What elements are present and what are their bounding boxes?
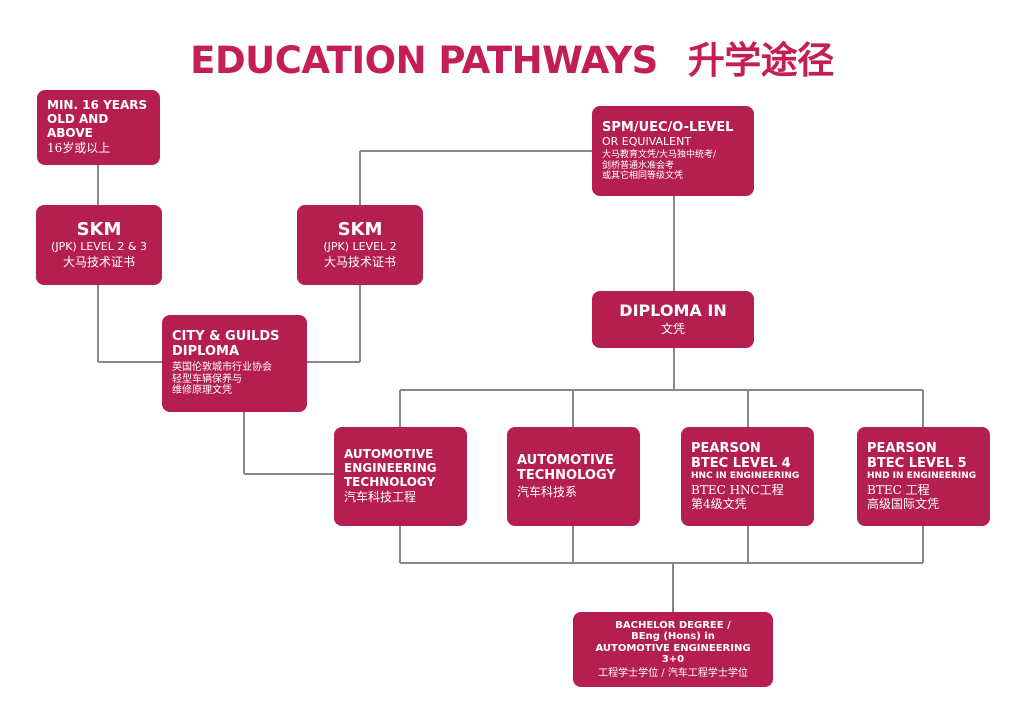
skm-left-level: (JPK) LEVEL 2 & 3 bbox=[51, 240, 147, 254]
at-zh: 汽车科技系 bbox=[517, 484, 578, 499]
aet-line1: AUTOMOTIVE bbox=[344, 446, 434, 461]
btec5-zh2: 高级国际文凭 bbox=[867, 496, 940, 511]
spm-zh1: 大马教育文凭/大马独中统考/ bbox=[602, 150, 717, 161]
box-spm-uec-o-level: SPM/UEC/O-LEVEL OR EQUIVALENT 大马教育文凭/大马独… bbox=[592, 106, 754, 196]
btec4-zh2: 第4级文凭 bbox=[691, 496, 747, 511]
city-guilds-zh3: 维修原理文凭 bbox=[172, 385, 232, 397]
btec4-zh1: BTEC HNC工程 bbox=[691, 482, 784, 497]
at-line2: TECHNOLOGY bbox=[517, 467, 616, 483]
box-pearson-btec-level-5: PEARSON BTEC LEVEL 5 HND IN ENGINEERING … bbox=[857, 427, 990, 526]
title-english: EDUCATION PATHWAYS bbox=[190, 39, 658, 82]
btec5-line3: HND IN ENGINEERING bbox=[867, 471, 977, 482]
aet-line3: TECHNOLOGY bbox=[344, 474, 436, 489]
btec4-line2: BTEC LEVEL 4 bbox=[691, 455, 791, 471]
bachelor-line2: BEng (Hons) in bbox=[631, 631, 715, 643]
at-line1: AUTOMOTIVE bbox=[517, 452, 614, 468]
box-automotive-technology: AUTOMOTIVE TECHNOLOGY 汽车科技系 bbox=[507, 427, 640, 526]
box-min-age: MIN. 16 YEARS OLD AND ABOVE 16岁或以上 bbox=[37, 90, 160, 165]
city-guilds-zh2: 轻型车辆保养与 bbox=[172, 373, 242, 385]
aet-line2: ENGINEERING bbox=[344, 460, 437, 475]
spm-line2: OR EQUIVALENT bbox=[602, 134, 692, 148]
spm-line1: SPM/UEC/O-LEVEL bbox=[602, 119, 734, 135]
bachelor-line1: BACHELOR DEGREE / bbox=[615, 619, 731, 631]
min-age-zh: 16岁或以上 bbox=[47, 141, 111, 156]
skm-left-zh: 大马技术证书 bbox=[62, 254, 135, 269]
city-guilds-zh1: 英国伦敦城市行业协会 bbox=[172, 362, 272, 374]
box-skm-level-2-3: SKM (JPK) LEVEL 2 & 3 大马技术证书 bbox=[36, 205, 162, 285]
spm-zh2: 剑桥普通水准会考 bbox=[602, 160, 675, 171]
skm-mid-zh: 大马技术证书 bbox=[323, 254, 396, 269]
page-title: EDUCATION PATHWAYS 升学途径 bbox=[0, 30, 1024, 84]
city-guilds-line2: DIPLOMA bbox=[172, 344, 240, 360]
box-diploma-in: DIPLOMA IN 文凭 bbox=[592, 291, 754, 348]
bachelor-line3: AUTOMOTIVE ENGINEERING 3+0 bbox=[595, 642, 751, 666]
diploma-zh: 文凭 bbox=[660, 321, 685, 336]
bachelor-zh: 工程学士学位 / 汽车工程学士学位 bbox=[598, 667, 748, 679]
spm-zh3: 或其它相同等级文凭 bbox=[602, 170, 684, 181]
btec5-line2: BTEC LEVEL 5 bbox=[867, 455, 967, 471]
btec4-line3: HNC IN ENGINEERING bbox=[691, 471, 800, 482]
btec5-zh1: BTEC 工程 bbox=[867, 482, 930, 497]
box-city-guilds-diploma: CITY & GUILDS DIPLOMA 英国伦敦城市行业协会 轻型车辆保养与… bbox=[162, 315, 307, 412]
btec5-line1: PEARSON bbox=[867, 440, 937, 456]
box-pearson-btec-level-4: PEARSON BTEC LEVEL 4 HNC IN ENGINEERING … bbox=[681, 427, 814, 526]
skm-mid-level: (JPK) LEVEL 2 bbox=[323, 240, 397, 254]
box-bachelor-degree: BACHELOR DEGREE / BEng (Hons) in AUTOMOT… bbox=[573, 612, 773, 687]
title-chinese: 升学途径 bbox=[687, 39, 835, 82]
min-age-line2: OLD AND ABOVE bbox=[47, 111, 109, 140]
diploma-line1: DIPLOMA IN bbox=[619, 301, 727, 321]
city-guilds-line1: CITY & GUILDS bbox=[172, 329, 280, 345]
box-skm-level-2: SKM (JPK) LEVEL 2 大马技术证书 bbox=[297, 205, 423, 285]
min-age-line1: MIN. 16 YEARS bbox=[47, 97, 148, 112]
box-automotive-engineering-technology: AUTOMOTIVE ENGINEERING TECHNOLOGY 汽车科技工程 bbox=[334, 427, 467, 526]
aet-zh: 汽车科技工程 bbox=[344, 490, 417, 505]
btec4-line1: PEARSON bbox=[691, 440, 761, 456]
skm-mid-name: SKM bbox=[337, 219, 383, 241]
skm-left-name: SKM bbox=[76, 219, 122, 241]
